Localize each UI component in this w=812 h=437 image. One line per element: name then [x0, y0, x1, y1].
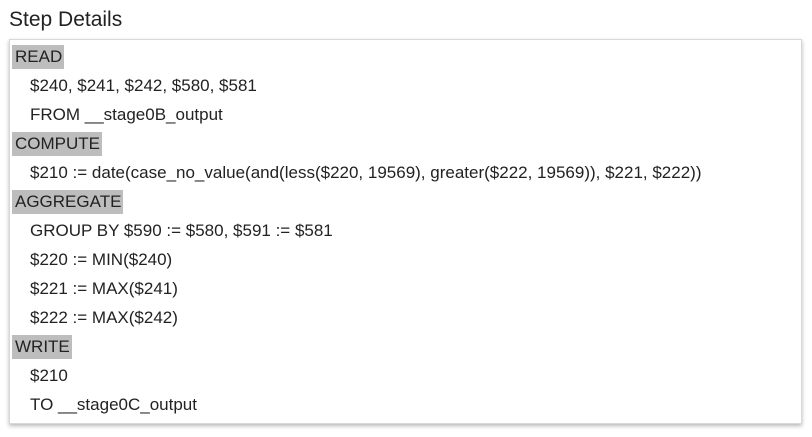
aggregate-min-line: $220 := MIN($240) [30, 250, 173, 269]
section-compute: COMPUTE $210 := date(case_no_value(and(l… [10, 127, 801, 185]
write-target-line: TO __stage0C_output [30, 395, 197, 414]
step-details-title: Step Details [9, 8, 123, 31]
aggregate-max-241-line: $221 := MAX($241) [30, 279, 178, 298]
compute-expression-line: $210 := date(case_no_value(and(less($220… [30, 163, 702, 182]
read-columns-line: $240, $241, $242, $580, $581 [30, 76, 257, 95]
aggregate-group-by-line: GROUP BY $590 := $580, $591 := $581 [30, 221, 333, 240]
section-read: READ $240, $241, $242, $580, $581 FROM _… [10, 40, 801, 127]
read-source-line: FROM __stage0B_output [30, 105, 223, 124]
op-label-aggregate: AGGREGATE [12, 190, 124, 214]
write-column-line: $210 [30, 366, 68, 385]
op-label-write: WRITE [12, 335, 72, 359]
step-details-panel: READ $240, $241, $242, $580, $581 FROM _… [9, 39, 802, 424]
op-label-compute: COMPUTE [12, 132, 102, 156]
aggregate-max-242-line: $222 := MAX($242) [30, 308, 178, 327]
op-label-read: READ [12, 45, 65, 69]
section-aggregate: AGGREGATE GROUP BY $590 := $580, $591 :=… [10, 185, 801, 330]
section-write: WRITE $210 TO __stage0C_output [10, 330, 801, 417]
